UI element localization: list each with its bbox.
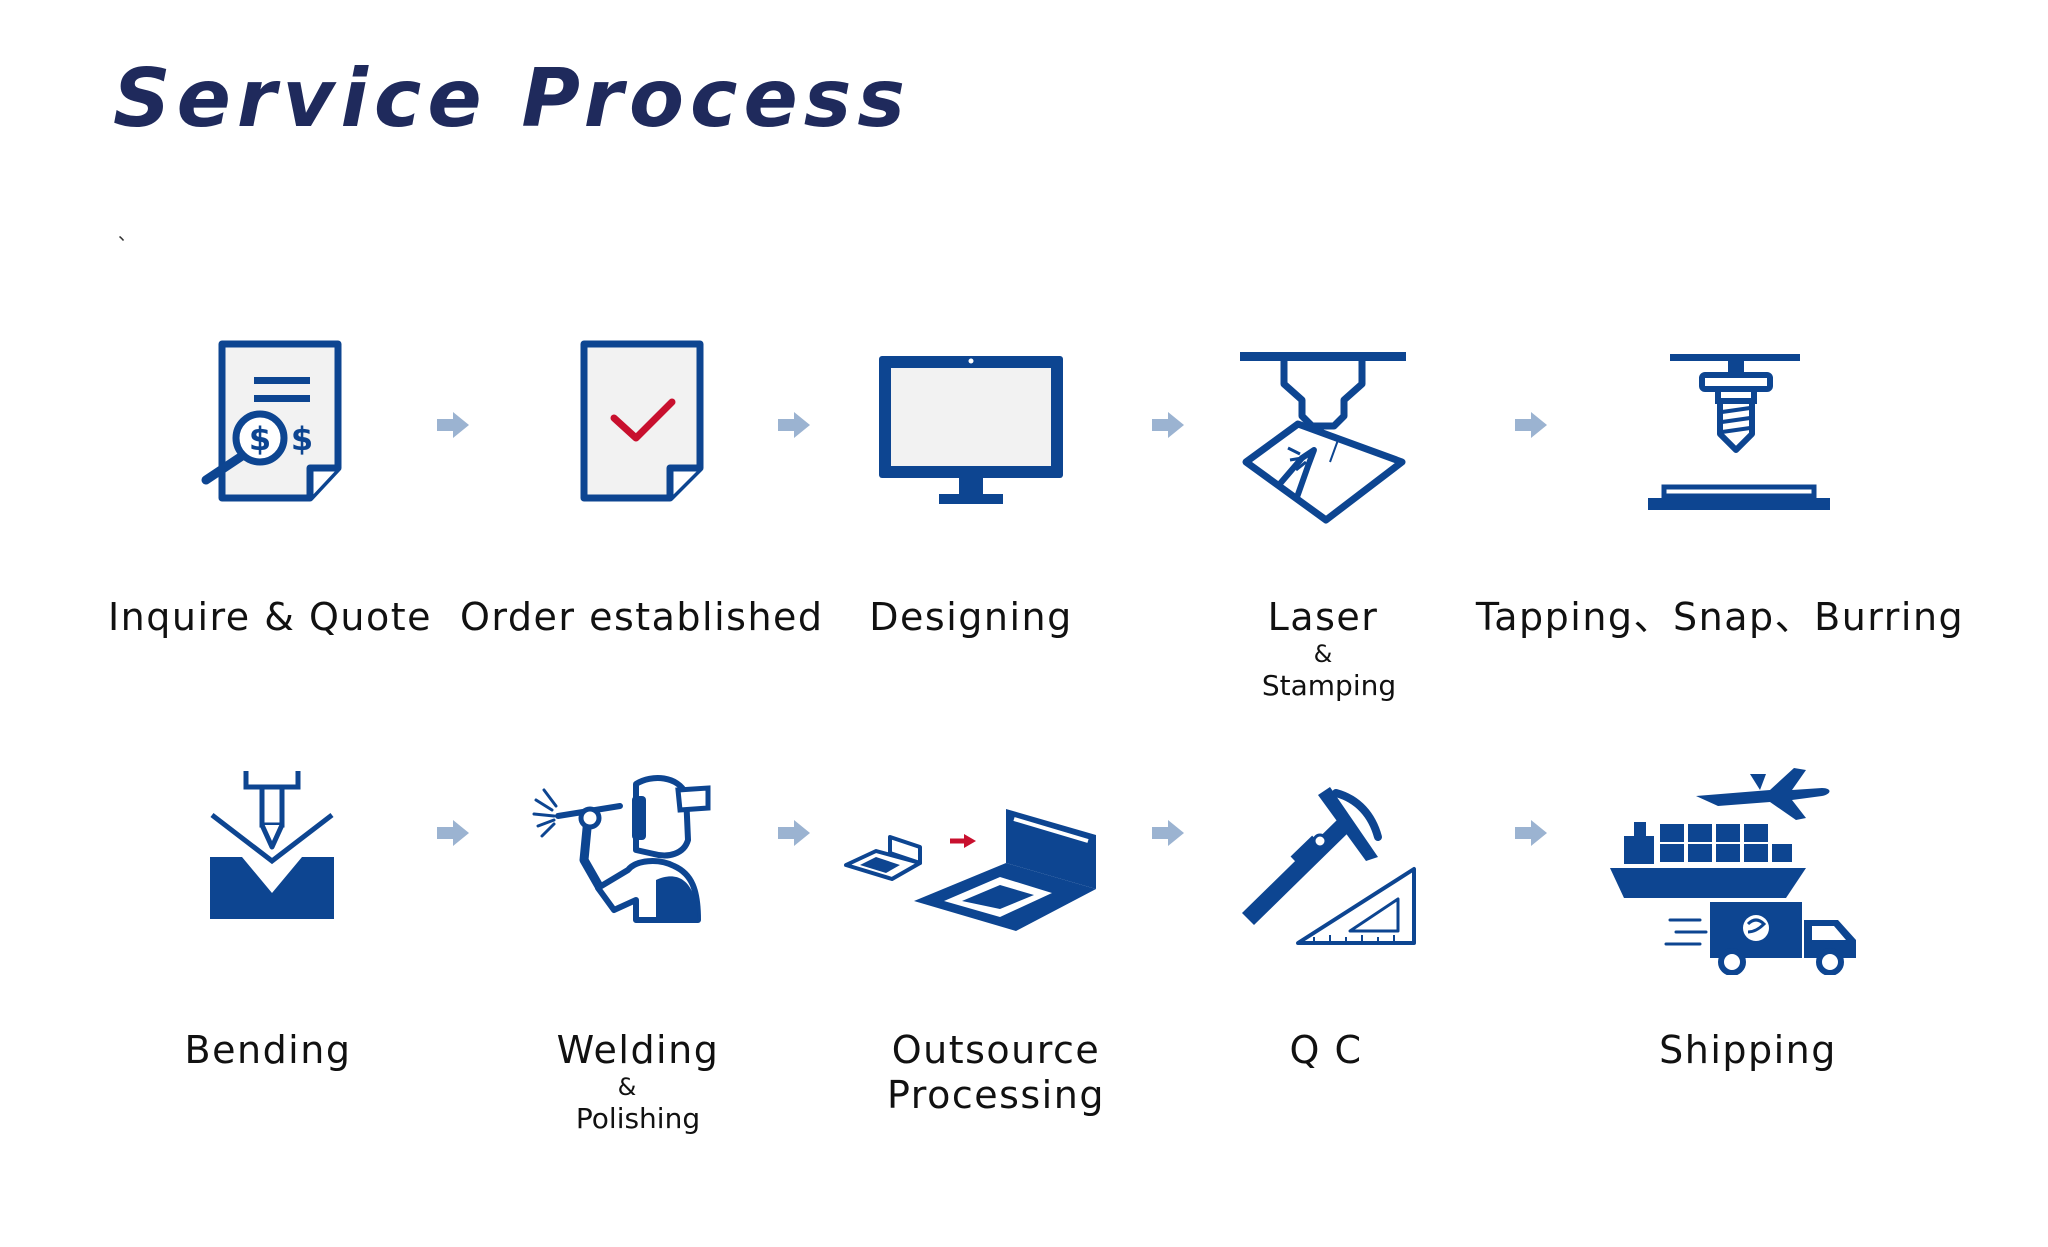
shipping-icon [1610, 760, 1866, 975]
step-inquire-quote: Inquire & Quote [90, 595, 450, 640]
quote-document-icon: $ $ [198, 340, 348, 505]
monitor-icon [875, 352, 1067, 510]
step-label: Order established [460, 595, 824, 639]
step-order-established: Order established [460, 595, 824, 640]
checked-document-icon [578, 338, 706, 503]
svg-text:$: $ [249, 420, 271, 458]
step-label: Laser [1267, 595, 1379, 639]
outsource-parts-icon [840, 805, 1102, 937]
arrow-right-icon [1150, 818, 1186, 848]
arrow-right-icon [1150, 410, 1186, 440]
step-label: Bending [184, 1028, 352, 1072]
step-label: Q C [1289, 1028, 1363, 1072]
step-outsource-processing: Outsource Processing [816, 1028, 1176, 1118]
step-label: Designing [869, 595, 1073, 639]
step-qc: Q C [1146, 1028, 1506, 1073]
svg-text:$: $ [291, 420, 313, 458]
step-label-line2: Processing [887, 1072, 1105, 1117]
arrow-right-icon [776, 818, 812, 848]
arrow-right-icon [1513, 818, 1549, 848]
step-laser-stamping: Laser & Stamping [1143, 595, 1503, 702]
step-shipping: Shipping [1568, 1028, 1928, 1073]
arrow-right-icon [435, 410, 471, 440]
step-label: Welding [556, 1028, 720, 1072]
step-designing: Designing [791, 595, 1151, 640]
step-label-amp: & [1313, 639, 1333, 668]
arrow-right-icon [1513, 410, 1549, 440]
welder-icon [528, 770, 718, 930]
step-label-sub: Polishing [575, 1101, 701, 1135]
step-tapping-snap-burring: Tapping、Snap、Burring [1440, 595, 2000, 640]
stray-mark: 、 [118, 224, 136, 244]
page-title: Service Process [113, 52, 911, 145]
caliper-icon [1238, 785, 1418, 945]
step-label: Outsource [891, 1028, 1101, 1072]
step-label: Shipping [1659, 1028, 1837, 1072]
step-bending: Bending [88, 1028, 448, 1073]
step-label-amp: & [617, 1072, 637, 1101]
arrow-right-icon [435, 818, 471, 848]
laser-cutting-icon [1238, 350, 1408, 525]
step-label-sub: Stamping [1261, 668, 1397, 702]
tapping-press-icon [1640, 352, 1830, 512]
step-label: Tapping、Snap、Burring [1475, 595, 1965, 639]
step-welding-polishing: Welding & Polishing [458, 1028, 818, 1135]
step-label: Inquire & Quote [107, 595, 433, 639]
press-brake-icon [206, 765, 336, 923]
arrow-right-icon [776, 410, 812, 440]
